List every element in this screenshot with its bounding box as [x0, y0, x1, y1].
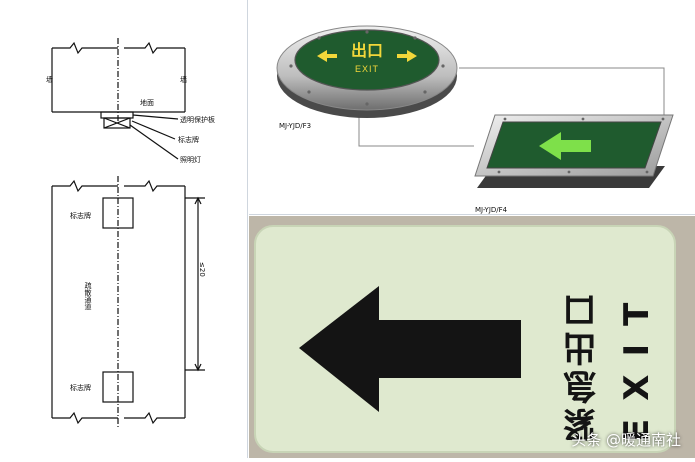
round-light-left-arrow-icon — [317, 50, 337, 62]
round-light-en-text: EXIT — [355, 64, 379, 74]
passage-label: 疏散通道 — [84, 281, 92, 311]
sign-cn-text: 紧急出口 — [563, 290, 603, 442]
light-label: 照明灯 — [180, 155, 201, 164]
products-panel: 出口 EXIT MJ-YJD/F3 MJ-YJD/F4 — [249, 0, 695, 215]
sign-label-top: 标志牌 — [70, 211, 91, 220]
sign-plate-label: 标志牌 — [178, 135, 199, 144]
rect-light-arrow-icon — [539, 132, 591, 160]
round-light-cn-text: 出口 — [351, 41, 383, 60]
exit-sign-photo: 紧急出口 EXIT — [254, 225, 676, 453]
round-light-right-arrow-icon — [397, 50, 417, 62]
bottom-section-lines — [51, 176, 205, 428]
top-section-lines — [51, 38, 186, 160]
sign-label-bottom: 标志牌 — [70, 383, 91, 392]
sign-photo-panel: 紧急出口 EXIT 头条 @暖通南社 — [249, 216, 695, 458]
installation-drawing: 墙 墙 地面 透明保护板 标志牌 照明灯 标志牌 标志牌 疏散通道 ≤20 — [46, 38, 215, 428]
watermark-text: 头条 @暖通南社 — [571, 431, 681, 449]
products-illustration: 出口 EXIT MJ-YJD/F3 MJ-YJD/F4 — [276, 25, 674, 214]
floor-label: 地面 — [140, 98, 154, 107]
round-exit-light: 出口 EXIT — [276, 25, 458, 118]
cover-label: 透明保护板 — [180, 115, 215, 124]
round-model-label: MJ-YJD/F3 — [279, 122, 311, 130]
sign-left-arrow-icon — [299, 286, 521, 412]
connector-lines — [358, 67, 665, 147]
rect-exit-light — [474, 114, 674, 188]
sign-en-text: EXIT — [617, 285, 657, 442]
round-light-face — [294, 29, 440, 91]
wall-label-right: 墙 — [180, 75, 187, 84]
installation-drawing-panel: 墙 墙 地面 透明保护板 标志牌 照明灯 标志牌 标志牌 疏散通道 ≤20 — [0, 0, 248, 458]
wall-label-left: 墙 — [46, 75, 53, 84]
rect-model-label: MJ-YJD/F4 — [475, 206, 508, 214]
dimension-label: ≤20 — [198, 262, 206, 277]
